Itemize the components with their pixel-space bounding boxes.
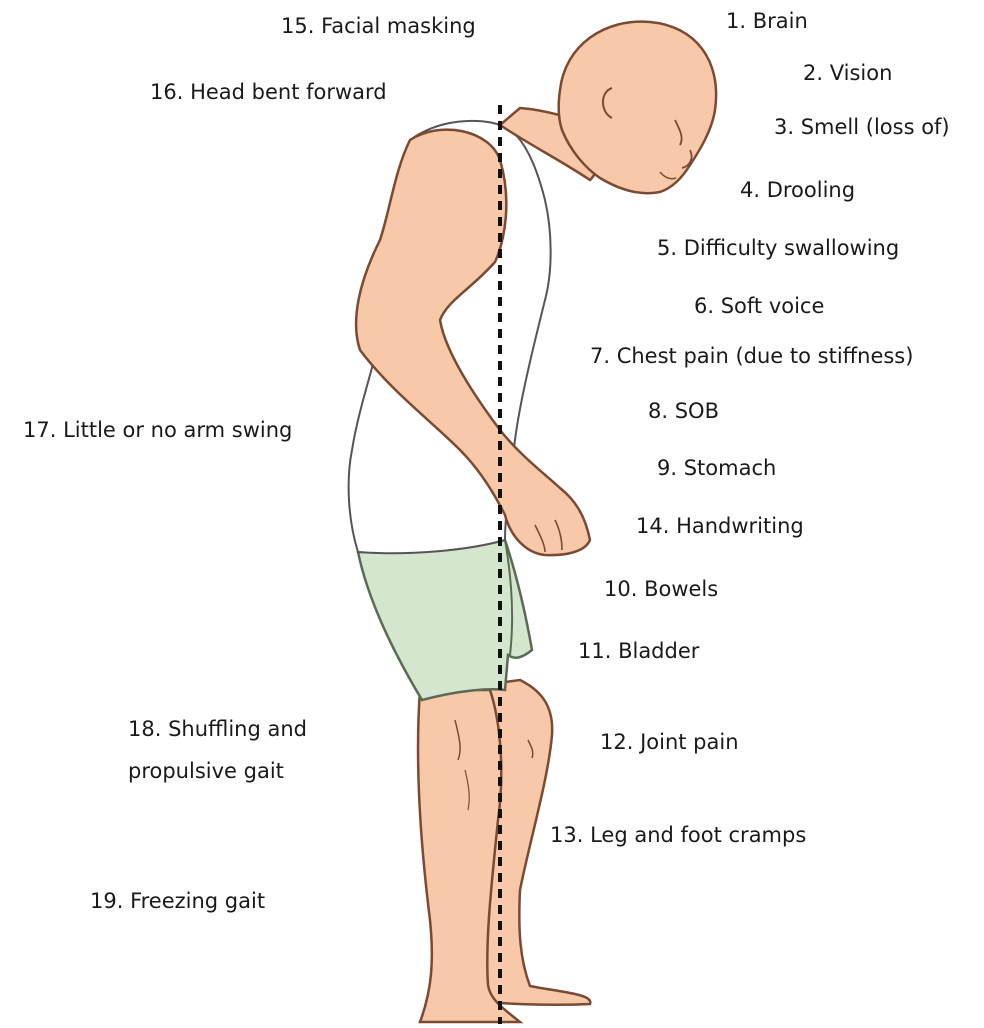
shin-line [464,769,470,811]
finger-line-2 [554,519,563,551]
symptom-label-drooling: 4. Drooling [740,178,856,202]
symptom-label-sob: 8. SOB [648,399,719,423]
symptom-label-leg-cramps: 13. Leg and foot cramps [550,823,807,847]
symptom-label-joint-pain: 12. Joint pain [600,730,739,754]
symptom-label-smell: 3. Smell (loss of) [774,115,950,139]
eye [674,119,683,146]
symptom-label-head-bent: 16. Head bent forward [150,80,387,104]
symptom-label-shuffling-gait: 18. Shuffling and propulsive gait [128,717,307,783]
head [557,20,718,195]
symptom-label-bladder: 11. Bladder [578,639,700,663]
symptom-label-chest-pain: 7. Chest pain (due to stiffness) [590,344,914,368]
symptom-label-facial-masking: 15. Facial masking [281,14,476,38]
arm [354,128,592,557]
ear [602,87,613,119]
knee-crease [454,719,461,761]
mouth [659,171,677,180]
knee-crease-back [527,739,534,759]
symptom-label-soft-voice: 6. Soft voice [694,294,825,318]
symptom-label-vision: 2. Vision [803,61,893,85]
symptom-label-handwriting: 14. Handwriting [636,514,804,538]
finger-line [534,524,546,553]
symptom-label-freezing-gait: 19. Freezing gait [90,889,266,913]
symptom-label-swallowing: 5. Difficulty swallowing [657,236,900,260]
symptom-label-brain: 1. Brain [726,9,808,33]
symptom-label-stomach: 9. Stomach [657,456,777,480]
shorts [356,538,534,702]
shorts-seam [504,539,514,656]
nose [681,149,693,169]
symptom-label-bowels: 10. Bowels [604,577,719,601]
symptom-label-arm-swing: 17. Little or no arm swing [23,418,293,442]
